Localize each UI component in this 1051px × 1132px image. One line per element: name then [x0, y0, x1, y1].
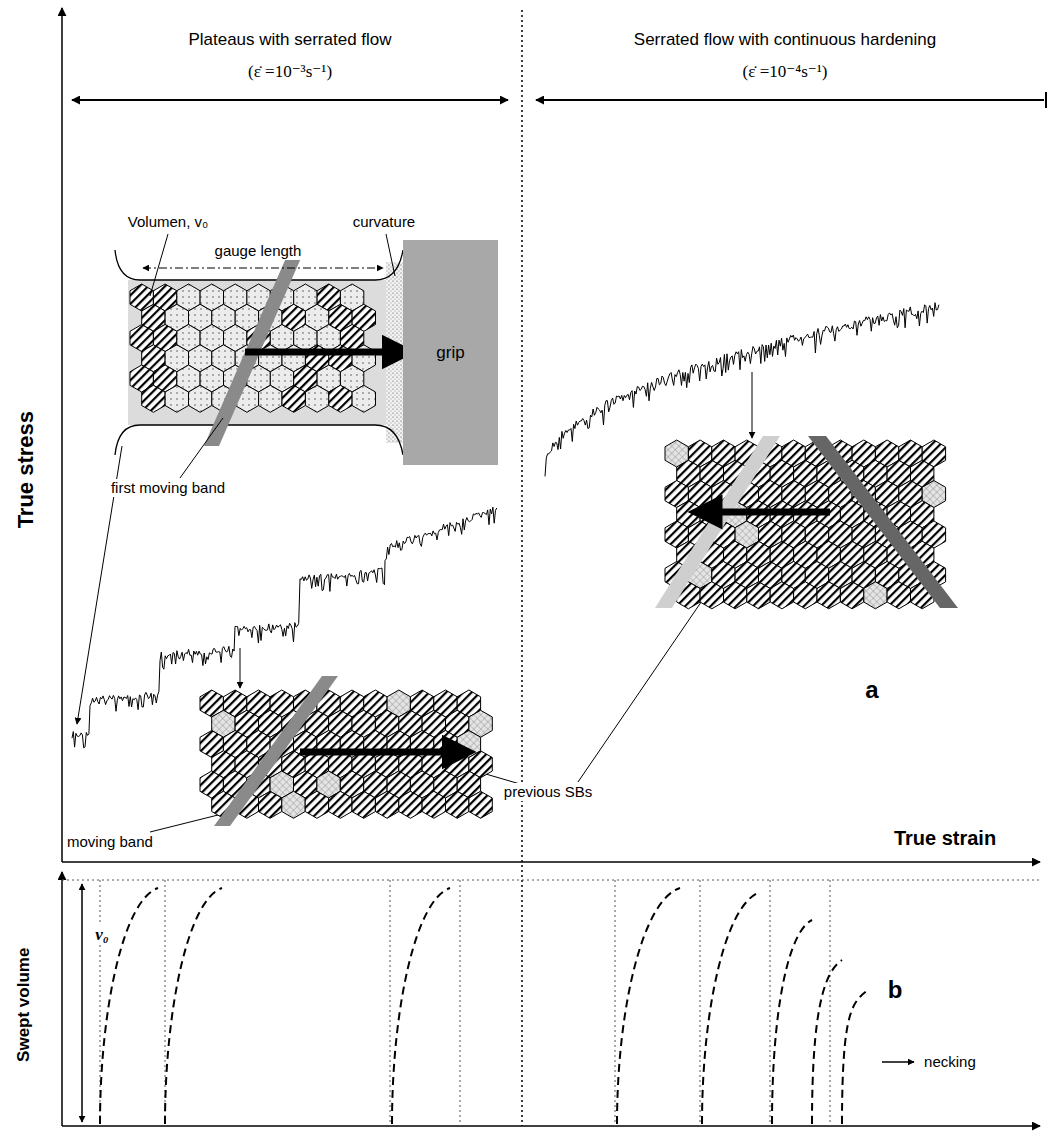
stress-strain-curve — [545, 303, 939, 477]
range-end-tick — [1045, 92, 1047, 108]
grain — [282, 791, 305, 818]
strain-rate: (ε̇ =10⁻³s⁻¹) — [246, 62, 334, 82]
strain-marker-line — [165, 880, 166, 1126]
range-arrow — [536, 99, 1044, 101]
leaders — [77, 234, 752, 832]
grain — [422, 791, 445, 818]
swept-volume-curve — [617, 888, 680, 1124]
axis-title: True stress — [13, 409, 38, 530]
grain — [282, 385, 305, 412]
part-label: first moving band — [109, 479, 227, 496]
strain-axis — [62, 861, 1040, 863]
axis-title: True strain — [892, 827, 998, 850]
grain — [259, 385, 282, 412]
part-label: Volumen, v₀ — [126, 213, 210, 230]
leader-line — [578, 592, 708, 782]
swept-volume-curve — [100, 888, 158, 1124]
pointer-arrow — [240, 648, 241, 688]
full-volume-line — [62, 880, 1040, 881]
specimen-body — [128, 280, 403, 425]
grain — [375, 791, 398, 818]
grain — [259, 791, 282, 818]
swept-volume-panel — [62, 880, 1040, 1126]
grain — [469, 791, 492, 818]
grain — [142, 385, 165, 412]
grain — [189, 385, 212, 412]
grain — [329, 385, 352, 412]
grain — [305, 385, 328, 412]
specimen-outline — [115, 425, 403, 455]
grain — [399, 791, 422, 818]
grain — [794, 582, 817, 609]
swept-volume-curve — [165, 888, 222, 1124]
pointer-arrow — [752, 372, 753, 438]
section-heading: Plateaus with serrated flow — [186, 30, 393, 50]
stress-axis — [61, 8, 63, 862]
strain-marker-line — [770, 880, 771, 1126]
grain — [165, 385, 188, 412]
swept-strain-axis — [62, 1125, 1040, 1127]
moving-band — [808, 436, 958, 608]
part-label: necking — [922, 1053, 978, 1070]
grain — [305, 791, 328, 818]
swept-volume-axis — [61, 872, 63, 1126]
regime-divider — [521, 10, 523, 1126]
strain-marker-line — [100, 880, 101, 1126]
leader-line — [150, 234, 168, 296]
grip-block: grip — [403, 240, 498, 465]
grain — [840, 582, 863, 609]
grain-inset — [655, 436, 958, 609]
part-label: curvature — [351, 213, 418, 230]
grain — [770, 582, 793, 609]
grain — [864, 582, 887, 609]
axes — [62, 8, 1040, 1126]
strain-rate: (ε̇ =10⁻⁴s⁻¹) — [741, 62, 830, 82]
band-direction-arrow — [245, 349, 392, 356]
strain-marker-line — [460, 880, 461, 1126]
swept-volume-curve — [702, 892, 760, 1124]
swept-volume-curve — [812, 960, 842, 1124]
dimension-label: gauge length — [213, 242, 304, 259]
grain — [352, 791, 375, 818]
swept-volume-curve — [772, 920, 812, 1124]
leader-line — [386, 234, 395, 276]
grain-inset — [200, 676, 492, 826]
strain-marker-line — [615, 880, 616, 1126]
swept-volume-curve — [392, 888, 450, 1124]
strain-marker-line — [700, 880, 701, 1126]
strain-marker-line — [390, 880, 391, 1126]
grain — [817, 582, 840, 609]
grain — [700, 582, 723, 609]
volume-dim — [81, 884, 83, 1122]
part-label: previous SBs — [502, 783, 594, 800]
section-heading: Serrated flow with continuous hardening — [632, 30, 938, 50]
panel-letter: a — [863, 676, 880, 704]
grain — [724, 582, 747, 609]
grip-label: grip — [436, 343, 464, 363]
leader-line — [150, 814, 222, 832]
volume-symbol: v₀ — [93, 925, 110, 945]
previous-band — [655, 436, 780, 608]
necking-arrow — [882, 1061, 914, 1063]
band-direction-arrow — [300, 749, 452, 756]
range-arrow — [72, 99, 508, 101]
gauge-length-dim — [143, 268, 383, 269]
grain — [352, 385, 375, 412]
grain — [887, 582, 910, 609]
grain — [329, 791, 352, 818]
axis-title: Swept volume — [14, 946, 34, 1064]
strain-marker-line — [830, 880, 831, 1126]
grain — [747, 582, 770, 609]
stress-strain-curve — [72, 507, 497, 748]
swept-volume-curve — [842, 990, 868, 1124]
leader-line — [180, 418, 223, 478]
panel-letter: b — [886, 976, 905, 1004]
specimen — [115, 250, 403, 455]
band-direction-arrow — [712, 509, 830, 516]
part-label: moving band — [65, 833, 155, 850]
grain — [446, 791, 469, 818]
